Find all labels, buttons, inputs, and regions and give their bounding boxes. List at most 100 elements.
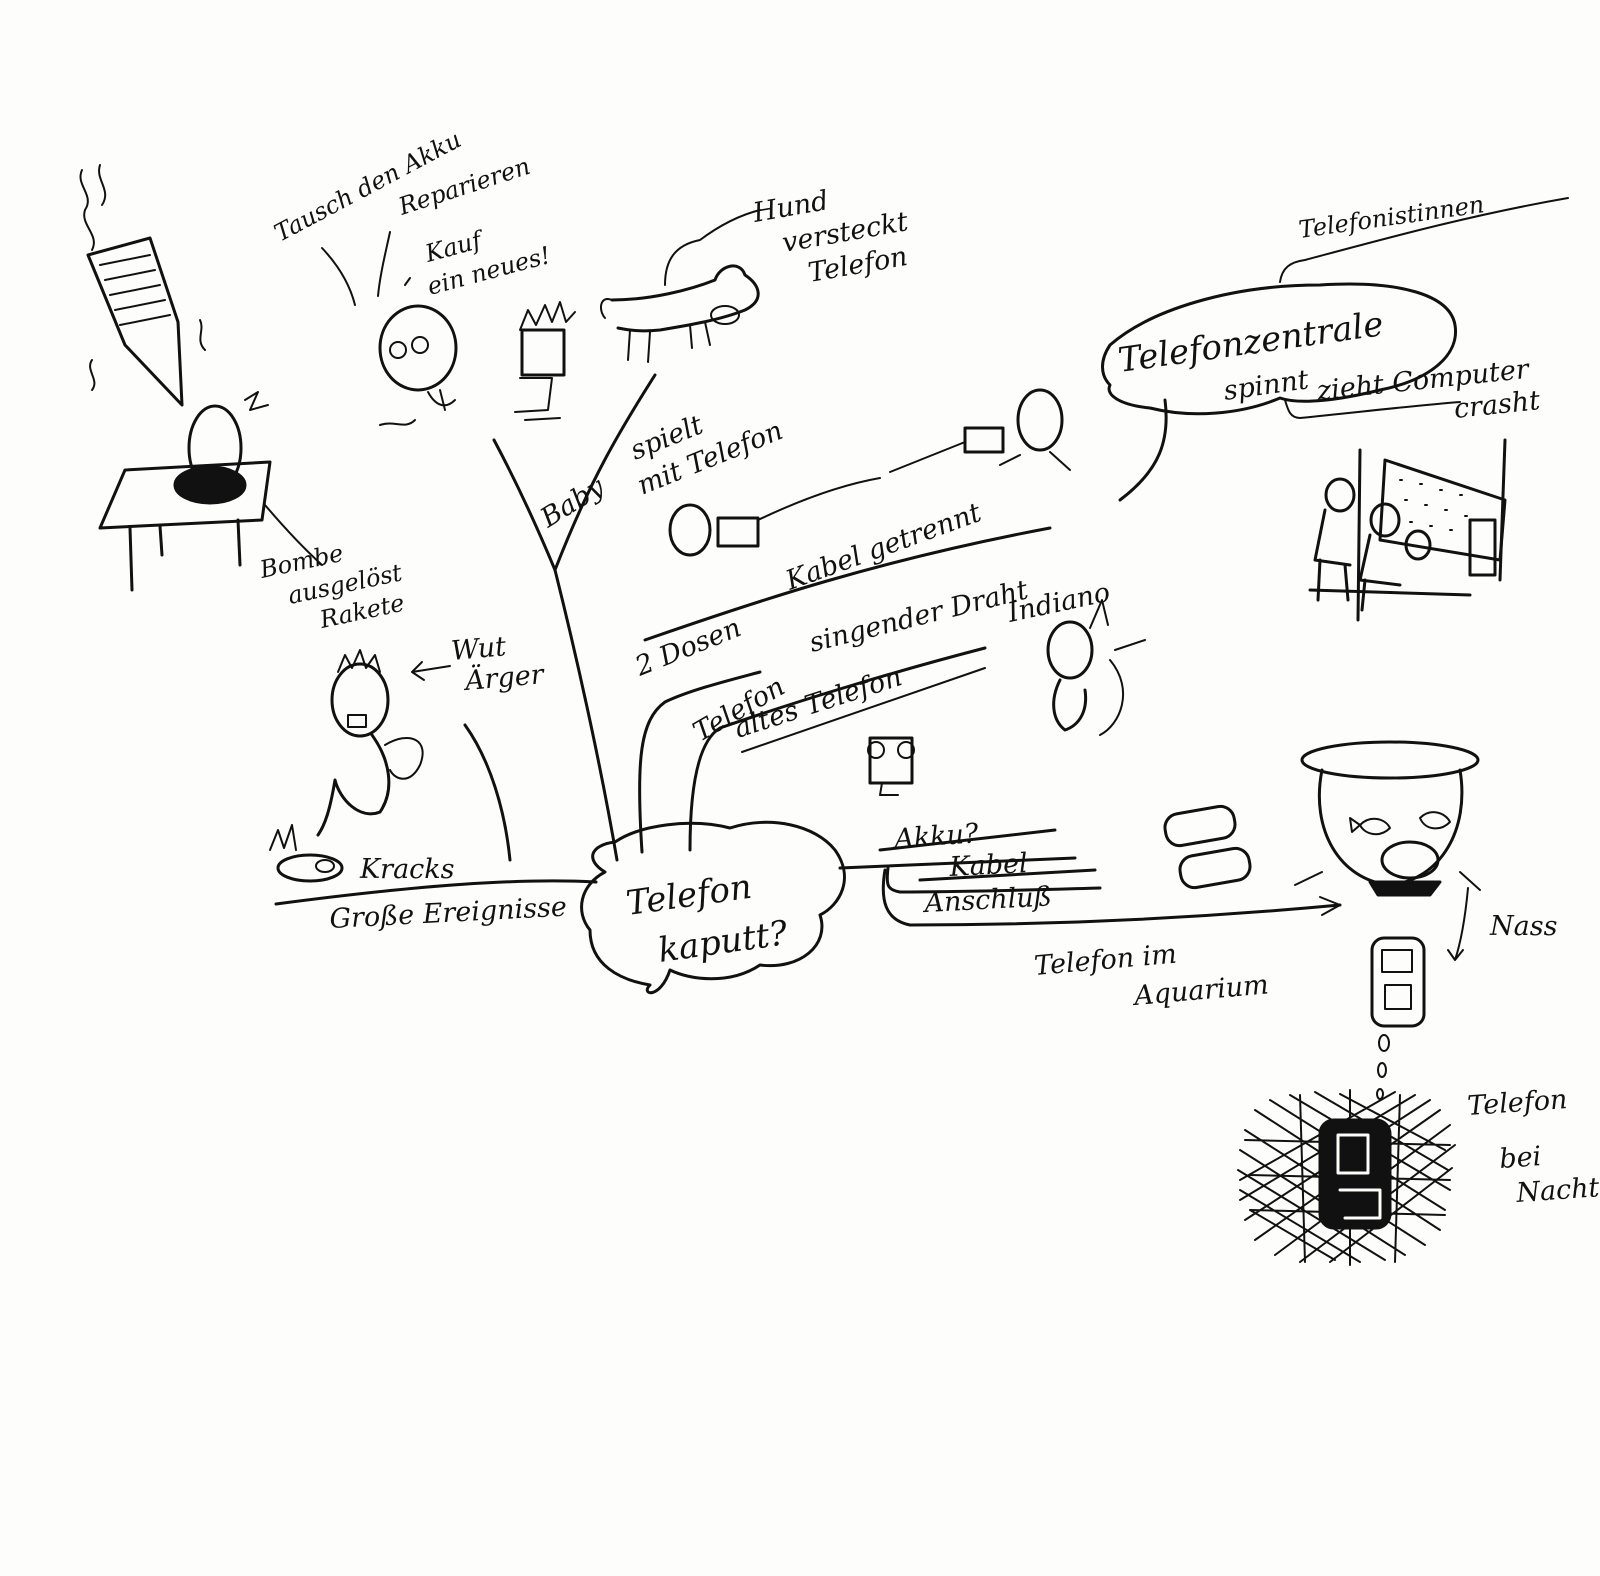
stroke-computer (1284, 399, 1461, 419)
operator-right-head-icon (1404, 529, 1432, 561)
tin-can-drawing (668, 388, 1071, 557)
switchboard-pole-left-icon (1356, 448, 1362, 622)
night-phone-detail-icon (1338, 1188, 1382, 1220)
underline-altes-telefon (741, 667, 986, 753)
rocket-hatch-icon (99, 254, 171, 326)
indiano-bow-icon (1099, 639, 1146, 736)
switchboard-drawing (1308, 438, 1507, 622)
angry-head-icon (330, 662, 390, 738)
switchboard-panel-icon (1378, 458, 1507, 562)
aquarium-fish-left-icon (1349, 817, 1391, 836)
rocket-shake-icon (89, 319, 206, 391)
branch-wut-stroke (463, 723, 512, 862)
spiky-hair-icon (519, 301, 576, 331)
drop-1-icon (1378, 1034, 1390, 1052)
tin-can-right-icon (963, 426, 1005, 454)
spiky-person-drawing (514, 301, 576, 421)
night-phone-screen-icon (1336, 1133, 1370, 1175)
aquarium-fish-right-icon (1419, 811, 1451, 830)
zentrale-cloud-outline (1101, 282, 1458, 416)
angry-phone-icon (384, 736, 424, 780)
table-leg-mid-icon (158, 524, 164, 557)
table-leg-right-icon (236, 518, 242, 567)
label-singender-draht: singender Draht (806, 574, 1031, 658)
branch-right-kabel (885, 866, 1102, 894)
bomb-spark-icon (244, 391, 269, 411)
stroke-telefonistinnen (1279, 197, 1569, 283)
kracks-drawing (269, 824, 344, 883)
drop-2-icon (1377, 1062, 1387, 1078)
bomb-base-icon (173, 465, 247, 505)
bomb-table-drawing (98, 391, 272, 592)
old-phone-handle-icon (879, 782, 899, 796)
spiky-face-icon (520, 328, 566, 377)
arrowhead-aquarium (1319, 896, 1341, 916)
tin-can-string-icon (757, 441, 966, 521)
thinking-head-icon (378, 304, 458, 392)
center-cloud-outline (580, 820, 846, 995)
label-nacht-line2: bei (1498, 1141, 1542, 1175)
arrow-bombe (264, 504, 323, 566)
stroke-kauf (404, 277, 411, 286)
spiky-body-icon (514, 377, 561, 421)
aquarium-drawing (1294, 740, 1481, 897)
thinking-collar-icon (379, 419, 416, 426)
center-label-line1: Telefon (624, 867, 754, 924)
dog-drawing (599, 264, 760, 363)
indiano-head-icon (1046, 620, 1094, 680)
aquarium-arm-icon (1294, 871, 1481, 891)
indiano-drawing (1046, 599, 1146, 736)
angry-person-drawing (316, 649, 424, 837)
kracks-burst-icon (269, 824, 297, 851)
thinking-person-drawing (378, 304, 458, 426)
wet-phone-keypad-icon (1384, 984, 1412, 1010)
label-nacht-line3: Nacht (1514, 1172, 1600, 1209)
branch-kabel (643, 526, 1052, 642)
tin-can-person-right-body-icon (999, 451, 1071, 471)
dog-phone-icon (710, 305, 740, 325)
dog-tail-icon (599, 298, 613, 319)
arrow-wut (411, 661, 451, 681)
center-node: Telefon kaputt? (580, 820, 846, 995)
operator-mid-head-icon (1369, 502, 1401, 538)
wet-phone-drawing (1370, 936, 1426, 1100)
label-anschluss: Anschluß (921, 881, 1053, 919)
wet-phone-screen-icon (1381, 949, 1413, 973)
drop-3-icon (1376, 1088, 1384, 1100)
table-leg-left-icon (128, 526, 134, 592)
aquarium-phone-icon (1380, 840, 1440, 880)
batteries-drawing (1163, 804, 1252, 890)
branch-trunk-right (553, 373, 657, 572)
angry-hair-icon (337, 649, 381, 673)
operator-mid-body-icon (1358, 533, 1402, 612)
switchboard-desk-icon (1308, 518, 1497, 597)
center-label-line2: kaputt? (656, 913, 791, 971)
underline-akku (878, 828, 1057, 852)
branch-trunk (492, 438, 619, 862)
label-telefonistinnen: Telefonistinnen (1297, 190, 1486, 244)
label-zwei-dosen: 2 Dosen (630, 612, 745, 683)
wet-phone-body-icon (1370, 936, 1426, 1028)
label-aquarium-line1: Telefon im (1033, 939, 1178, 982)
arrow-nass (1447, 887, 1469, 961)
indiano-body-icon (1052, 678, 1088, 732)
label-nass: Nass (1489, 911, 1557, 942)
label-kracks: Kracks (359, 854, 455, 885)
rocket-body-icon (86, 236, 184, 407)
branch-middle-lower (638, 670, 762, 854)
label-kabel: Kabel (948, 848, 1029, 883)
branch-zentrale (1118, 398, 1168, 502)
battery-top-icon (1163, 804, 1237, 848)
label-grosse-ereignisse: Große Ereignisse (329, 892, 568, 935)
branch-right-anschluss (881, 868, 1342, 927)
aquarium-base-icon (1368, 880, 1442, 897)
branch-grosse-ereignisse (274, 879, 598, 906)
operator-left-head-icon (1324, 477, 1356, 513)
label-aquarium-line2: Aquarium (1130, 969, 1270, 1012)
angry-body-icon (316, 733, 391, 837)
tin-can-person-left-icon (668, 503, 712, 557)
tin-can-left-icon (716, 516, 760, 548)
old-phone-bell-right-icon (897, 741, 915, 759)
